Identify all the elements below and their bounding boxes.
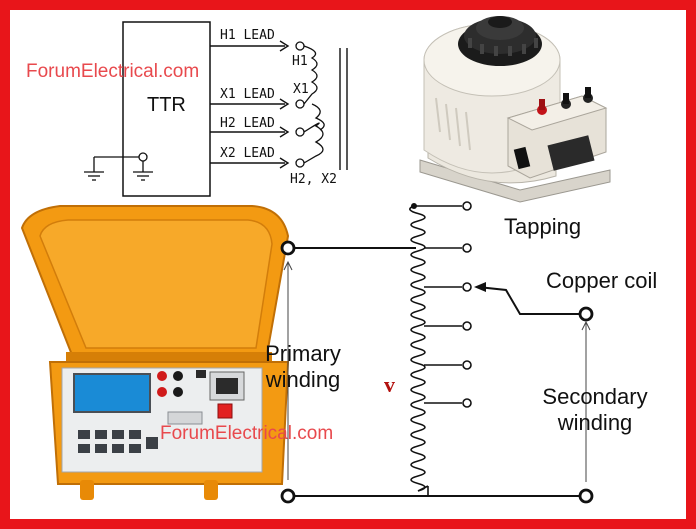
secondary-label-line2: winding: [557, 410, 633, 435]
primary-winding-label: Primary winding: [248, 341, 358, 393]
ttr-schematic: [84, 21, 348, 197]
h1-terminal-label: H1: [292, 54, 308, 69]
h2-x2-terminal-label: H2, X2: [290, 172, 337, 187]
autotransformer-diagram: [280, 201, 594, 504]
x2-lead-label: X2 LEAD: [220, 146, 275, 161]
tapping-label: Tapping: [504, 214, 582, 239]
copper-coil-label: Copper coil: [546, 268, 658, 293]
ttr-box: [122, 21, 211, 197]
watermark-bottom: ForumElectrical.com: [160, 423, 334, 444]
x1-terminal-label: X1: [293, 82, 309, 97]
ttr-test-set-image: [20, 205, 290, 500]
secondary-label-line1: Secondary: [542, 384, 648, 409]
h1-lead-label: H1 LEAD: [220, 28, 275, 43]
x1-lead-label: X1 LEAD: [220, 87, 275, 102]
ttr-box-label: TTR: [147, 94, 186, 116]
voltage-symbol: v: [384, 372, 395, 397]
primary-label-line1: Primary: [265, 341, 341, 366]
h2-lead-label: H2 LEAD: [220, 116, 275, 131]
watermark-top: ForumElectrical.com: [26, 61, 200, 82]
secondary-winding-label: Secondary winding: [530, 384, 660, 436]
variac-image: [419, 16, 611, 203]
primary-label-line2: winding: [265, 367, 341, 392]
